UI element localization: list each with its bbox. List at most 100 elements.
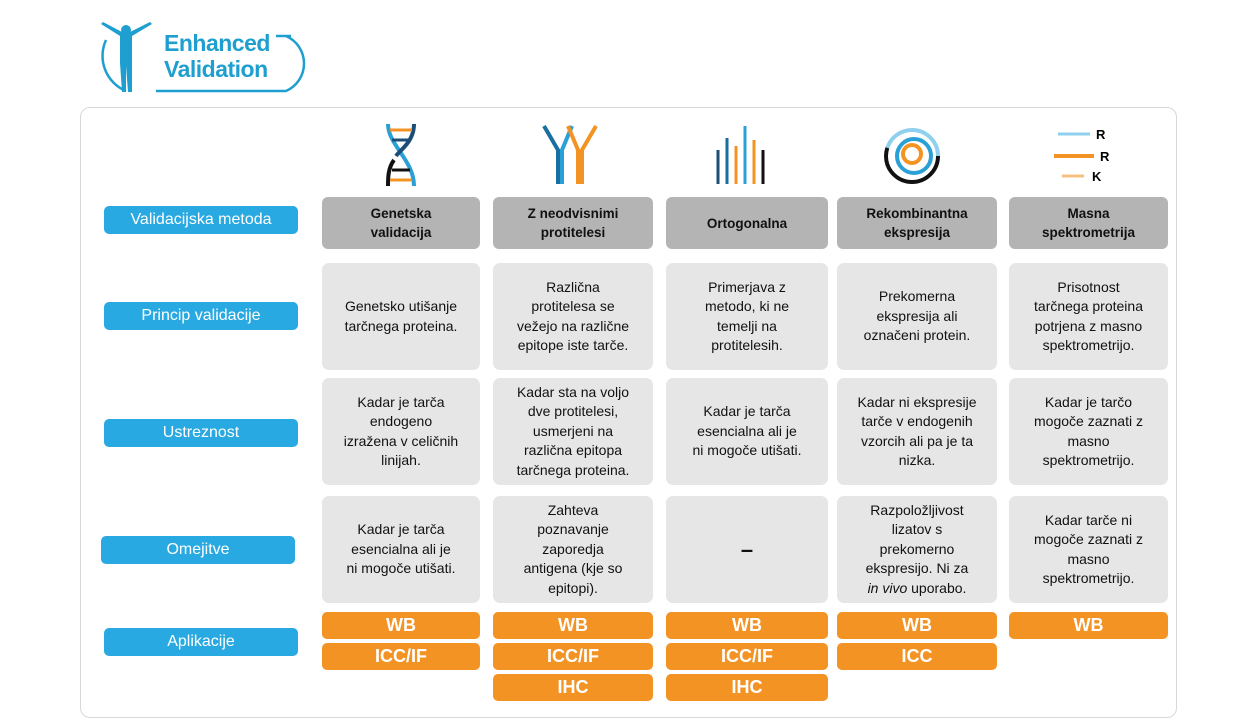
application-badge-icc: ICC	[837, 643, 997, 670]
suitability-cell: Kadar je tarča esencialna ali je ni mogoče…	[666, 378, 828, 485]
text-line: –	[740, 536, 754, 562]
text-line: temelji na	[717, 317, 777, 334]
text-line: različna epitopa	[523, 442, 623, 459]
text-line: vežejo na različne	[516, 317, 630, 334]
limitations-cell: Kadar tarče ni mogoče zaznati z masno spekt…	[1009, 496, 1168, 603]
limitations-cell: Kadar je tarča esencialna ali je ni mogoče…	[322, 496, 480, 603]
application-badge-wb: WB	[1009, 612, 1168, 639]
cell-text: Ortogonalna	[707, 214, 787, 233]
text-line: spektrometrijo.	[1042, 570, 1135, 586]
text-line: tarčnega proteina.	[516, 461, 630, 478]
application-badge-wb: WB	[666, 612, 828, 639]
dna-icon	[386, 123, 416, 187]
text-line: masno	[1067, 550, 1110, 567]
cell-text: Primerjava z metodo, ki ne temelji na proti…	[705, 278, 789, 356]
row-label-validation-method: Validacijska metoda	[104, 206, 298, 234]
suitability-cell: Kadar sta na voljo dve protitelesi, usmerj…	[493, 378, 653, 485]
antibody-icon	[542, 124, 598, 184]
text-line: esencialna ali je	[697, 422, 797, 439]
text-line: vzorcih ali pa je ta	[860, 432, 974, 449]
enhanced-validation-logo: Enhanced Validation	[86, 18, 326, 96]
text-line: masno	[1067, 432, 1110, 449]
text-line: Genetsko utišanje	[344, 298, 458, 314]
text-line: esencialna ali je	[351, 540, 451, 557]
method-header: Rekombinantna ekspresija	[837, 197, 997, 249]
text-line: Kadar je tarča	[357, 521, 445, 538]
cell-text: Genetsko utišanje tarčnega proteina.	[345, 297, 458, 336]
mass-spec-letter: R	[1100, 149, 1110, 164]
text-line: usmerjeni na	[532, 422, 614, 439]
logo-line1: Enhanced	[164, 30, 270, 56]
text-line: protitelesa se	[531, 298, 615, 314]
text-line: ni mogoče utišati.	[692, 442, 802, 459]
text-line: validacija	[370, 225, 432, 240]
text-line: mogoče zaznati z	[1034, 413, 1143, 429]
text-line: tarčnega proteina	[1034, 298, 1143, 314]
text-line: tarčnega proteina.	[344, 317, 458, 334]
text-line: Kadar je tarča	[703, 403, 791, 420]
text-line: spektrometrijo.	[1042, 452, 1135, 468]
limitations-cell: –	[666, 496, 828, 603]
text-line: metodo, ki ne	[704, 298, 790, 314]
text-line: mogoče zaznati z	[1034, 531, 1143, 547]
application-badge-icc-if: ICC/IF	[666, 643, 828, 670]
text-line: Različna	[546, 278, 600, 295]
application-badge-icc-if: ICC/IF	[493, 643, 653, 670]
text-line: Ortogonalna	[706, 215, 788, 231]
text-line: Kadar sta na voljo	[516, 383, 630, 400]
text-line: spektrometrija	[1041, 225, 1136, 240]
text-line: ekspresija ali	[876, 307, 958, 324]
text-line: zaporedja	[542, 540, 604, 557]
text-line: Kadar je tarča	[357, 393, 445, 410]
cell-text: Rekombinantna ekspresija	[866, 204, 967, 242]
cell-text: Kadar je tarčo mogoče zaznati z masno spekt…	[1034, 393, 1143, 471]
row-label-suitability: Ustreznost	[104, 419, 298, 447]
text-line: uporabo.	[907, 579, 967, 596]
text-line: Prekomerna	[878, 288, 956, 305]
text-line: ekspresijo. Ni za	[865, 560, 969, 577]
row-label-applications: Aplikacije	[104, 628, 298, 656]
validation-table-frame	[80, 107, 1177, 718]
logo-line2: Validation	[164, 56, 268, 82]
text-line: Kadar tarče ni	[1044, 511, 1133, 528]
principle-cell: Prekomerna ekspresija ali označeni protein…	[837, 263, 997, 370]
cell-text: Prekomerna ekspresija ali označeni protein…	[864, 287, 971, 346]
text-line: antigena (kje so	[523, 560, 623, 577]
text-line: poznavanje	[537, 521, 609, 538]
orthogonal-bars-icon	[716, 126, 765, 184]
cell-text: Kadar sta na voljo dve protitelesi, usmerj…	[517, 383, 630, 481]
text-line: epitopi).	[548, 579, 598, 596]
mass-spec-letter: K	[1092, 169, 1102, 184]
text-line: Primerjava z	[708, 278, 786, 295]
text-line: označeni protein.	[863, 327, 971, 344]
text-line: protitelesih.	[711, 337, 783, 353]
mass-spec-icon: R R K	[1054, 127, 1110, 184]
cell-text: Kadar je tarča esencialna ali je ni mogoče…	[693, 402, 802, 461]
text-line: dve protitelesi,	[527, 403, 619, 420]
cell-text: Kadar tarče ni mogoče zaznati z masno spekt…	[1034, 511, 1143, 589]
text-line: Kadar je tarčo	[1044, 393, 1133, 410]
italic-text: in vivo	[867, 579, 908, 596]
mass-spec-letter: R	[1096, 127, 1106, 142]
text-line: Prisotnost	[1057, 278, 1120, 295]
text-line: ekspresija	[883, 225, 951, 240]
text-line: Rekombinantna	[866, 206, 968, 221]
application-badge-icc-if: ICC/IF	[322, 643, 480, 670]
principle-cell: Genetsko utišanje tarčnega proteina.	[322, 263, 480, 370]
text-line: ni mogoče utišati.	[346, 560, 456, 577]
application-badge-ihc: IHC	[493, 674, 653, 701]
logo-figure-icon	[101, 22, 306, 93]
